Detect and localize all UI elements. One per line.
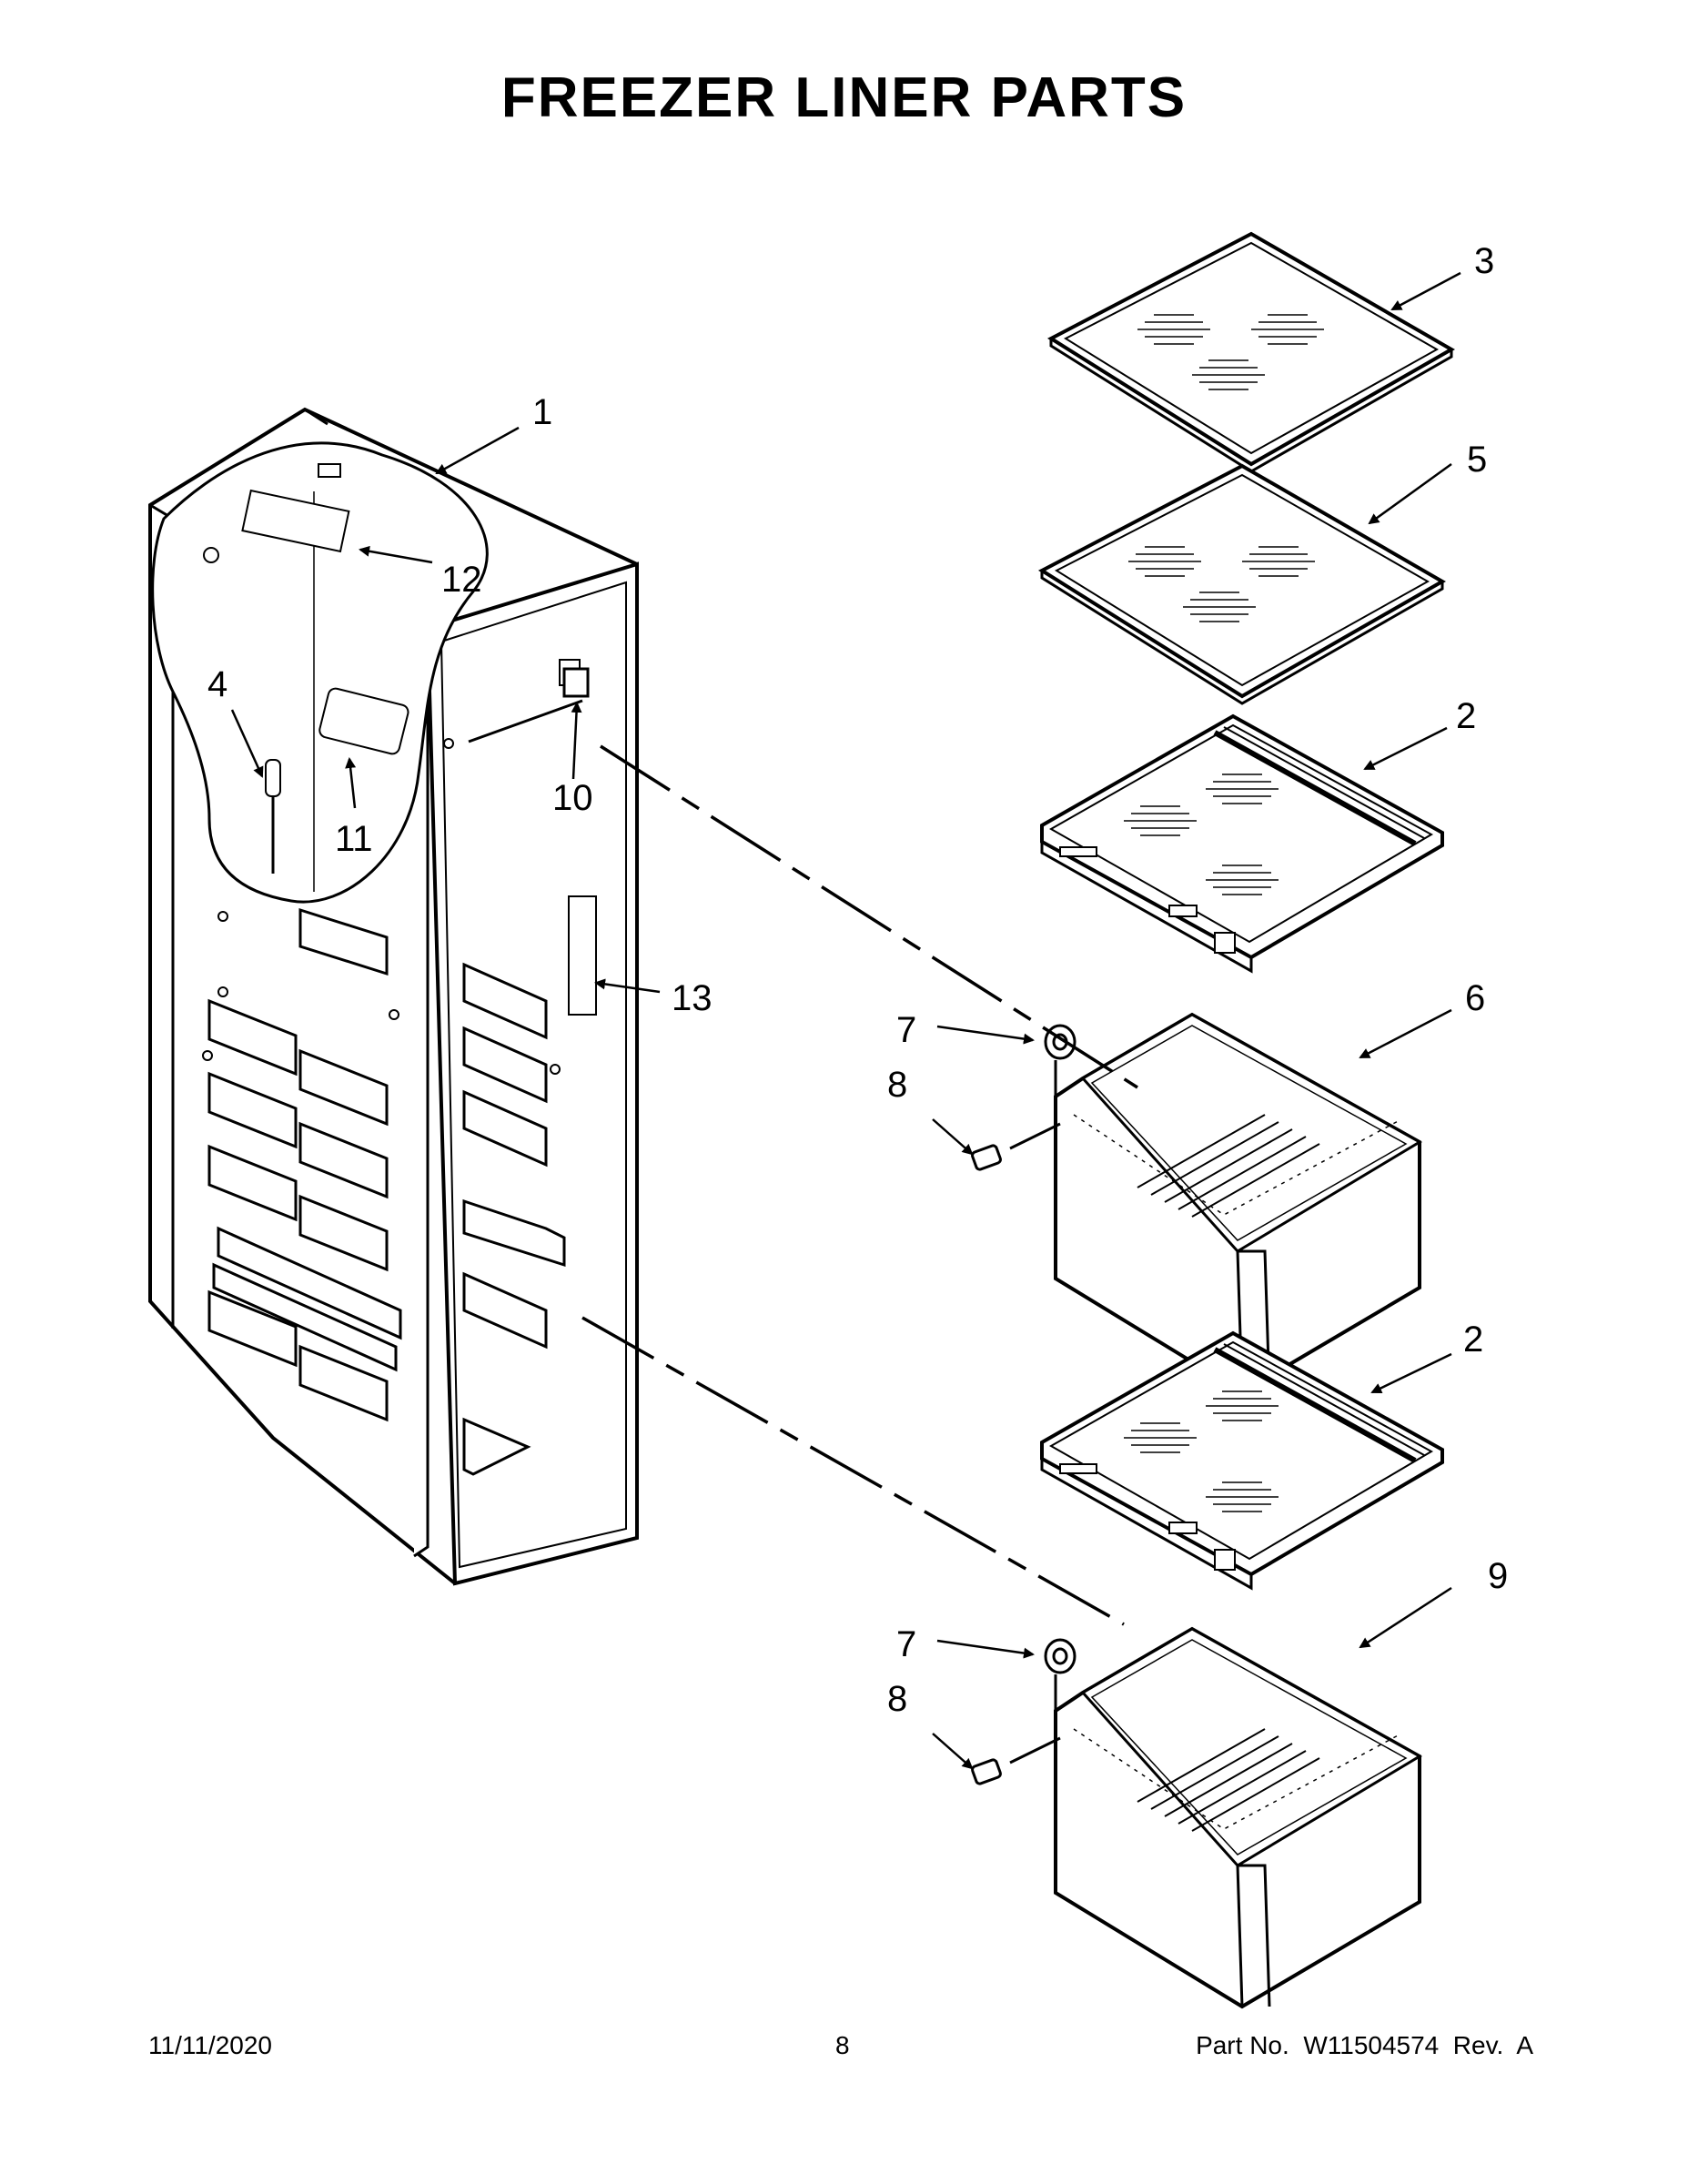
callout-11: 11	[335, 819, 373, 859]
pan-part-9	[1054, 1627, 1421, 2008]
wheel-part-7-lower	[1044, 1638, 1076, 1674]
callout-3: 3	[1474, 241, 1494, 281]
callout-12: 12	[441, 560, 482, 600]
footer-part-number: Part No. W11504574 Rev. A	[1196, 2031, 1533, 2059]
callout-8-lower: 8	[887, 1679, 907, 1719]
callout-numbers: 1 2 2 3 4 5 6 7 7 8 8 9 10 11 12 13	[207, 241, 1508, 1719]
page-title: FREEZER LINER PARTS	[500, 66, 1188, 129]
pin-part-8-lower	[971, 1674, 1061, 1785]
leader-arrows	[230, 271, 1461, 1770]
callout-2-lower: 2	[1463, 1320, 1483, 1360]
callout-5: 5	[1467, 440, 1487, 480]
assembly-lines	[581, 744, 1138, 1626]
callout-6: 6	[1465, 978, 1485, 1018]
footer-date: 11/11/2020	[148, 2031, 272, 2059]
callout-8-upper: 8	[887, 1065, 907, 1105]
shelf-part-2-upper	[1042, 716, 1442, 971]
shelf-part-2-lower	[1042, 1333, 1442, 1588]
pin-part-8-upper	[971, 1060, 1061, 1171]
callout-2-upper: 2	[1456, 696, 1476, 736]
callout-13: 13	[672, 978, 713, 1018]
callout-7-upper: 7	[896, 1010, 916, 1050]
callout-10: 10	[552, 778, 593, 818]
shelf-part-3	[1051, 234, 1451, 471]
shelf-part-5	[1042, 466, 1442, 703]
clip-part-10	[468, 667, 590, 743]
callout-4: 4	[207, 664, 227, 704]
freezer-liner	[148, 407, 639, 1586]
callout-1: 1	[532, 392, 552, 432]
footer-page-number: 8	[835, 2031, 850, 2059]
callout-9: 9	[1488, 1556, 1508, 1596]
callout-7-lower: 7	[896, 1624, 916, 1664]
